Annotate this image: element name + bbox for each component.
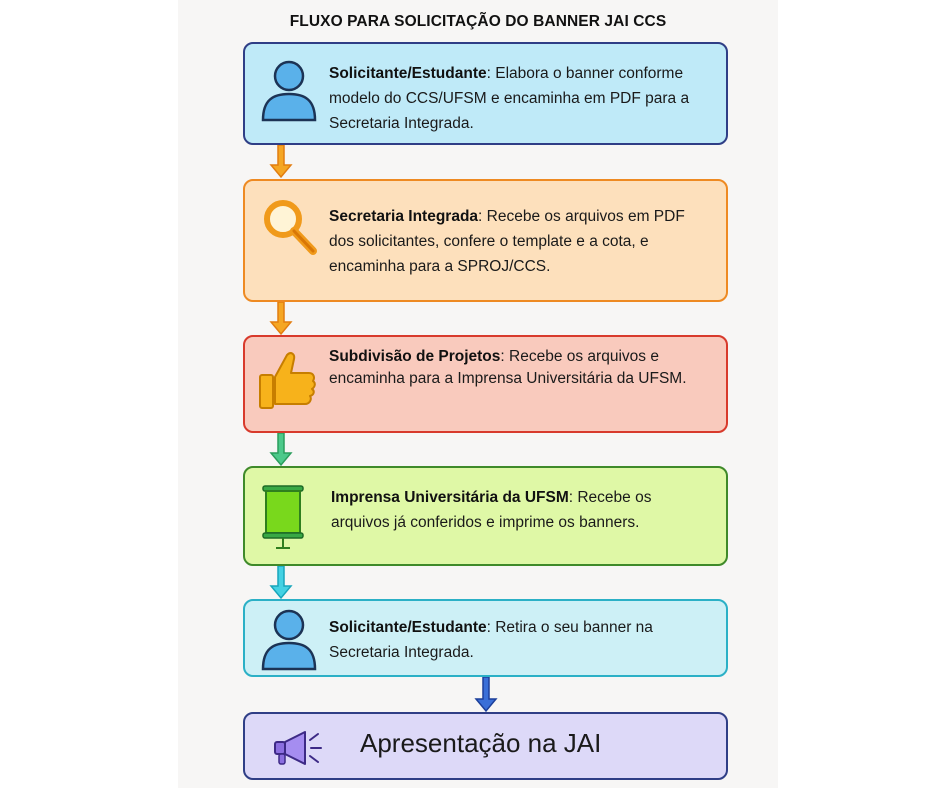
step-box-solicitante-1: Solicitante/Estudante: Elabora o banner … xyxy=(243,42,728,145)
step-box-imprensa: Imprensa Universitária da UFSM: Recebe o… xyxy=(243,466,728,566)
step-actor: Solicitante/Estudante xyxy=(329,65,487,82)
user-icon xyxy=(261,60,317,122)
arrow-down-icon xyxy=(269,145,293,179)
megaphone-icon xyxy=(274,731,322,765)
step-description: : Retira o seu banner na Secretaria Inte… xyxy=(329,619,653,661)
step-actor: Secretaria Integrada xyxy=(329,208,479,225)
step-description: : Recebe os arquivos e encaminha para a … xyxy=(329,348,687,387)
step-text: Secretaria Integrada: Recebe os arquivos… xyxy=(329,204,708,279)
step-text: Imprensa Universitária da UFSM: Recebe o… xyxy=(331,485,708,535)
step-actor: Imprensa Universitária da UFSM xyxy=(331,489,569,506)
step-actor: Subdivisão de Projetos xyxy=(329,348,501,365)
arrow-down-icon xyxy=(269,433,293,467)
step-text: Solicitante/Estudante: Elabora o banner … xyxy=(329,61,708,136)
magnifier-icon xyxy=(264,200,317,255)
step-text: Subdivisão de Projetos: Recebe os arquiv… xyxy=(329,346,708,390)
step-box-secretaria: Secretaria Integrada: Recebe os arquivos… xyxy=(243,179,728,302)
arrow-down-icon xyxy=(269,302,293,336)
arrow-down-icon xyxy=(269,566,293,600)
step-text: Solicitante/Estudante: Retira o seu bann… xyxy=(329,615,708,665)
user-icon xyxy=(261,609,317,671)
arrow-down-icon xyxy=(474,677,498,713)
thumbs-up-icon xyxy=(259,352,316,409)
step-description: : Recebe os arquivos já conferidos e imp… xyxy=(331,489,652,531)
banner-icon xyxy=(262,485,304,549)
diagram-title: FLUXO PARA SOLICITAÇÃO DO BANNER JAI CCS xyxy=(289,13,667,30)
step-description: : Elabora o banner conforme modelo do CC… xyxy=(329,65,690,132)
step-actor: Solicitante/Estudante xyxy=(329,619,487,636)
step-description: : Recebe os arquivos em PDF dos solicita… xyxy=(329,208,685,275)
step-box-solicitante-2: Solicitante/Estudante: Retira o seu bann… xyxy=(243,599,728,677)
final-box: Apresentação na JAI xyxy=(243,712,728,780)
step-box-subdivisao: Subdivisão de Projetos: Recebe os arquiv… xyxy=(243,335,728,433)
final-label: Apresentação na JAI xyxy=(360,728,602,758)
